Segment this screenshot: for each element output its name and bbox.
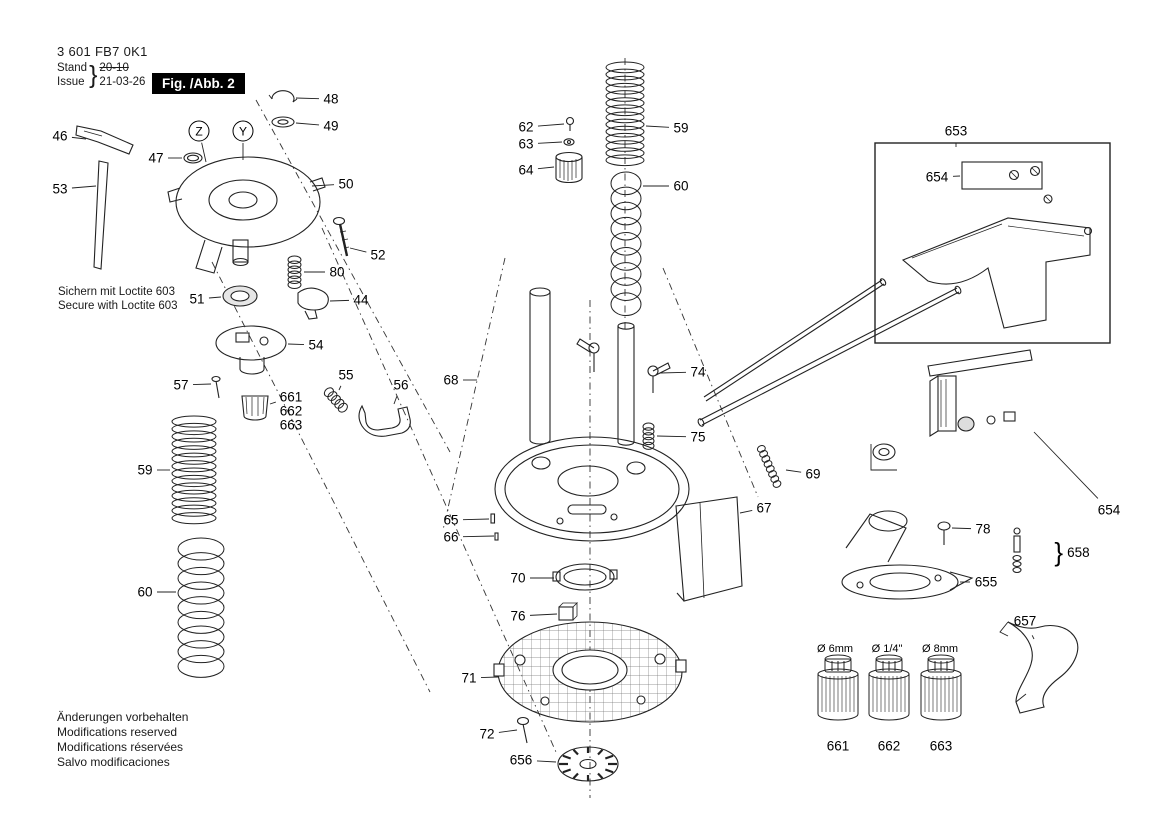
part-53-rod [93,160,109,270]
part-655-dust-adapter [841,510,974,600]
part-71-base-plate [493,621,687,723]
revision-brace: } [89,60,98,89]
part-48-clip [268,90,298,103]
part-49-washer [271,116,295,128]
loctite-note-en: Secure with Loctite 603 [58,300,178,312]
part-76-block [558,602,578,621]
part-collet-661 [817,654,859,721]
part-44-knob [297,287,329,320]
part-57-screw [211,375,221,399]
spring-60-mid [610,171,642,317]
type-number: 3 601 FB7 0K1 [57,44,148,59]
spring-75 [642,422,655,450]
part-56-bracket [358,404,411,437]
spring-55 [323,387,348,413]
part-72-screw [516,716,530,744]
revision-block: Stand Issue } 20-10 21-03-26 [57,61,145,89]
spring-59-mid [605,61,645,167]
part-658-spindle-set [1012,527,1022,574]
part-collet-662 [868,654,910,721]
leader-lines [71,97,1099,763]
part-656-insert-disc [557,746,619,782]
part-654-guide-bracket [870,349,1033,471]
part-63-nut [563,138,575,146]
issue-value: 21-03-26 [99,76,146,88]
footer-line-de: Änderungen vorbehalten [57,710,189,724]
part-78-screw [937,521,951,545]
part-70-ring [552,563,618,591]
part-54-plate-assembly [215,325,287,375]
part-68-guide-columns [529,287,635,446]
loctite-note: Sichern mit Loctite 603 Secure with Loct… [58,285,178,313]
footer-line-fr: Modifications réservées [57,740,184,754]
part-657-wrench [999,621,1079,714]
part-51-bearing [222,285,258,307]
part-collet-663 [920,654,962,721]
part-74-clamp-bolts [576,338,671,393]
part-guide-rods [697,278,962,427]
stand-value: 20-10 [99,62,129,74]
part-653-frame-box [874,142,1111,344]
part-base-plate-upper [494,436,690,542]
issue-label: Issue [57,76,85,88]
spring-60-left [177,537,225,678]
part-47-o-ring [183,152,203,164]
part-67-shield [675,496,743,602]
part-62-screw [565,116,575,131]
part-661-collet-nut [241,395,269,421]
part-66-pin [494,532,499,541]
spring-80 [287,255,302,289]
loctite-note-de: Sichern mit Loctite 603 [58,286,175,298]
part-52-screw [332,216,350,257]
part-chip-guard [901,217,1093,329]
footer-line-es: Salvo modificaciones [57,755,170,769]
part-64-brush [555,151,583,184]
figure-label: Fig. /Abb. 2 [152,73,245,94]
footer-line-en: Modifications reserved [57,725,178,739]
spring-59-left [171,415,217,525]
part-65-pin [490,513,496,524]
part-46-scraper [75,125,134,155]
spring-69 [756,444,782,488]
part-50-housing [167,156,326,274]
modifications-note: Änderungen vorbehalten Modifications res… [57,710,188,770]
stand-label: Stand [57,62,88,74]
part-654-screw-set [961,161,1053,204]
